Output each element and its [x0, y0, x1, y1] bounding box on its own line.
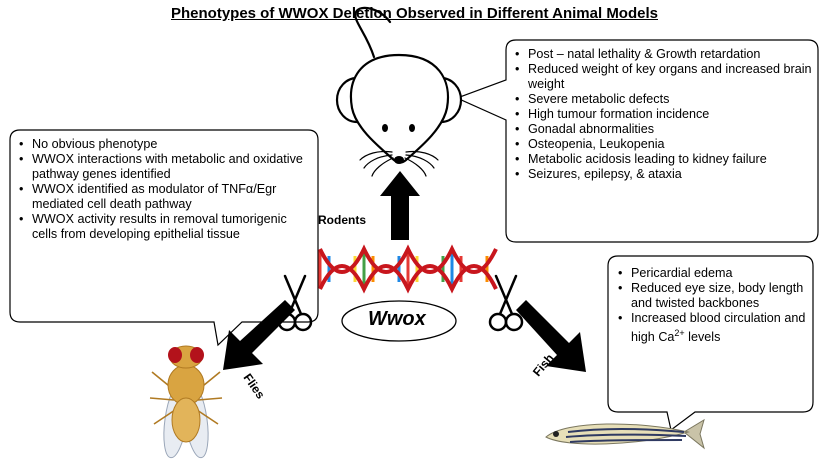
- mouse-left-eye: [382, 124, 388, 132]
- mouse-right-eye: [409, 124, 415, 132]
- wwox-oval: [341, 300, 457, 342]
- dna-strand-b: [318, 264, 498, 294]
- rodents-label: Rodents: [318, 213, 366, 227]
- calcium-symbol: Ca: [658, 330, 675, 345]
- diagram-title: Phenotypes of WWOX Deletion Observed in …: [170, 5, 658, 22]
- rodents-arrow: [380, 171, 420, 240]
- flies-arrow: [223, 300, 295, 370]
- list-item: Reduced eye size, body length and twiste…: [615, 281, 807, 311]
- list-item: Severe metabolic defects: [512, 92, 812, 107]
- fly-right-eye-icon: [190, 347, 204, 363]
- scissors-left-icon: [277, 274, 313, 332]
- list-item: Gonadal abnormalities: [512, 122, 812, 137]
- fish-tail: [683, 418, 705, 450]
- fish-eye: [553, 431, 559, 437]
- flies-phenotype-list: No obvious phenotype WWOX interactions w…: [16, 137, 312, 242]
- gene-label: Wwox: [368, 308, 426, 330]
- fly-left-eye-icon: [168, 347, 182, 363]
- fruit-fly-illustration: [149, 345, 223, 459]
- dna-rungs: [318, 250, 489, 288]
- list-item: Reduced weight of key organs and increas…: [512, 62, 812, 92]
- list-item: WWOX activity results in removal tumorig…: [16, 212, 312, 242]
- mouse-illustration: [335, 6, 463, 177]
- list-item: WWOX interactions with metabolic and oxi…: [16, 152, 312, 182]
- scissors-right-icon: [488, 274, 524, 332]
- calcium-tail: levels: [684, 330, 721, 345]
- list-item: Osteopenia, Leukopenia: [512, 137, 812, 152]
- list-item: High tumour formation incidence: [512, 107, 812, 122]
- list-item: Metabolic acidosis leading to kidney fai…: [512, 152, 812, 167]
- zebrafish-illustration: [545, 418, 705, 450]
- calcium-charge: 2+: [674, 328, 685, 338]
- fish-arrow: [516, 300, 586, 372]
- list-item: Post – natal lethality & Growth retardat…: [512, 47, 812, 62]
- fish-phenotype-text: Increased blood circulation and high: [631, 311, 806, 345]
- fish-phenotype-list: Pericardial edema Reduced eye size, body…: [615, 266, 807, 345]
- mouse-tail: [354, 6, 392, 59]
- mouse-whiskers: [359, 150, 439, 177]
- list-item: Increased blood circulation and high Ca2…: [615, 311, 807, 345]
- list-item: Pericardial edema: [615, 266, 807, 281]
- fly-abdomen: [171, 397, 201, 443]
- list-item: Seizures, epilepsy, & ataxia: [512, 167, 812, 182]
- rodents-phenotype-list: Post – natal lethality & Growth retardat…: [512, 47, 812, 182]
- mouse-nose: [394, 156, 404, 164]
- list-item: WWOX identified as modulator of TNFα/Egr…: [16, 182, 312, 212]
- dna-helix: [318, 244, 498, 294]
- list-item: No obvious phenotype: [16, 137, 312, 152]
- mouse-body: [349, 53, 450, 164]
- fish-stripes: [565, 428, 687, 443]
